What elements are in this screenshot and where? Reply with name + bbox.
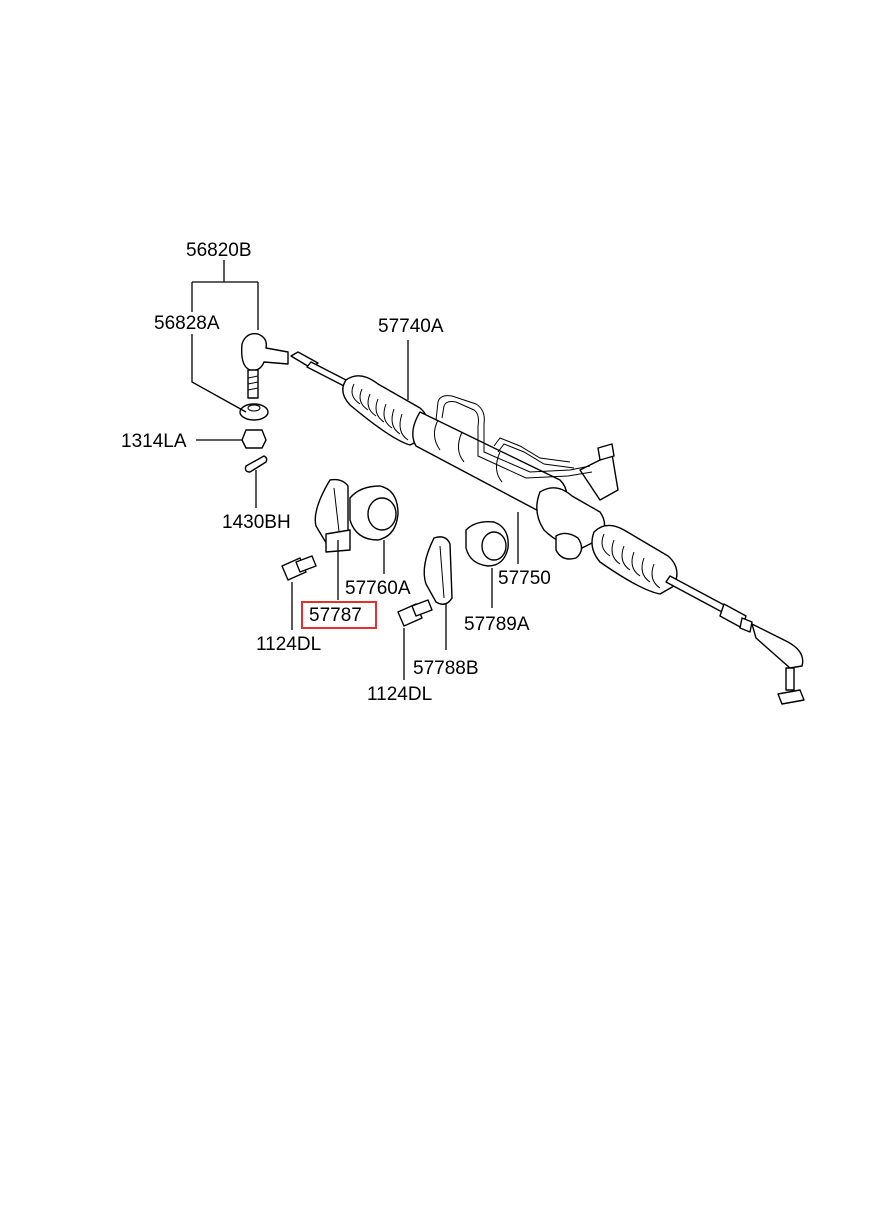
label-57789A[interactable]: 57789A [464,614,530,635]
label-57788B[interactable]: 57788B [413,658,479,679]
label-56820B[interactable]: 56820B [186,240,252,261]
bolt-1124DL-left[interactable] [281,555,317,581]
cotter-pin-1430BH[interactable] [244,455,268,473]
label-1430BH[interactable]: 1430BH [222,512,291,533]
castle-nut-1314LA[interactable] [241,429,267,449]
label-57787[interactable]: 57787 [309,605,362,626]
dust-seal-56828A[interactable] [239,403,269,421]
label-56828A[interactable]: 56828A [154,313,220,334]
bolt-1124DL-right[interactable] [397,599,433,627]
label-1124DL-left[interactable]: 1124DL [256,634,321,655]
label-57750[interactable]: 57750 [498,568,551,589]
steering-gear-housing[interactable] [290,351,805,705]
clamp-57788B[interactable] [423,536,453,605]
bushing-57760A[interactable] [349,485,399,541]
label-1314LA[interactable]: 1314LA [121,431,187,452]
label-57760A[interactable]: 57760A [345,578,411,599]
leader-lines [191,260,519,680]
tie-rod-end-left[interactable] [240,333,289,399]
label-57740A[interactable]: 57740A [378,316,444,337]
highlight-box [301,601,377,629]
label-1124DL-right[interactable]: 1124DL [367,684,432,705]
clamp-57787[interactable] [314,478,351,553]
bushing-57789A[interactable] [465,520,509,567]
